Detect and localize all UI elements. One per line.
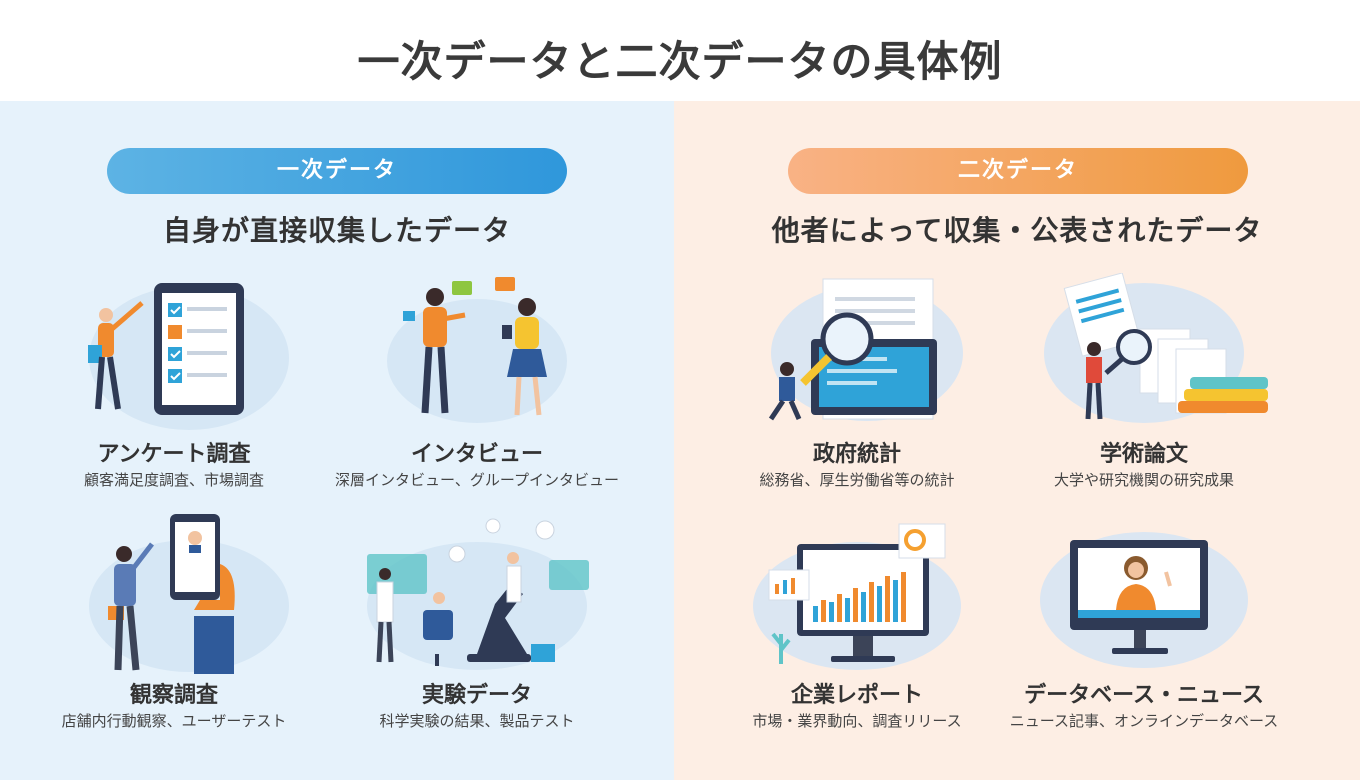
government-statistics-title: 政府統計 xyxy=(812,442,901,467)
databases-news-item: データベース・ニュース ニュース記事、オンラインデータベース xyxy=(994,514,1294,754)
observation-desc: 店舗内行動観察、ユーザーテスト xyxy=(61,712,287,730)
primary-data-subtitle: 自身が直接収集したデータ xyxy=(162,214,511,247)
corporate-reports-illustration xyxy=(707,514,1007,674)
secondary-data-label: 二次データ xyxy=(788,148,1248,194)
academic-papers-illustration xyxy=(994,273,1294,433)
databases-news-illustration xyxy=(994,514,1294,674)
primary-data-panel: 一次データ 自身が直接収集したデータ xyxy=(0,101,674,780)
databases-news-desc: ニュース記事、オンラインデータベース xyxy=(1009,712,1279,730)
interview-item: インタビュー 深層インタビュー、グループインタビュー xyxy=(327,273,627,513)
government-statistics-item: 政府統計 総務省、厚生労働省等の統計 xyxy=(707,273,1007,513)
corporate-reports-item: 企業レポート 市場・業界動向、調査リリース xyxy=(707,514,1007,754)
corporate-reports-title: 企業レポート xyxy=(790,683,923,708)
databases-news-title: データベース・ニュース xyxy=(1024,683,1264,708)
interview-title: インタビュー xyxy=(410,442,543,467)
secondary-data-subtitle: 他者によって収集・公表されたデータ xyxy=(771,214,1263,247)
government-statistics-desc: 総務省、厚生労働省等の統計 xyxy=(759,471,955,489)
survey-illustration xyxy=(24,273,324,433)
corporate-reports-desc: 市場・業界動向、調査リリース xyxy=(752,712,962,730)
academic-papers-item: 学術論文 大学や研究機関の研究成果 xyxy=(994,273,1294,513)
interview-illustration xyxy=(327,273,627,433)
academic-papers-title: 学術論文 xyxy=(1099,442,1188,467)
primary-data-label: 一次データ xyxy=(107,148,567,194)
observation-title: 観察調査 xyxy=(129,683,218,708)
observation-item: 観察調査 店舗内行動観察、ユーザーテスト xyxy=(24,514,324,754)
academic-papers-desc: 大学や研究機関の研究成果 xyxy=(1053,471,1234,489)
survey-title: アンケート調査 xyxy=(97,442,251,467)
interview-desc: 深層インタビュー、グループインタビュー xyxy=(335,471,619,489)
experiment-desc: 科学実験の結果、製品テスト xyxy=(379,712,575,730)
survey-desc: 顧客満足度調査、市場調査 xyxy=(83,471,264,489)
page-title: 一次データと二次データの具体例 xyxy=(357,37,1003,86)
experiment-illustration xyxy=(327,514,627,674)
experiment-title: 実験データ xyxy=(421,683,532,708)
secondary-data-panel: 二次データ 他者によって収集・公表されたデータ xyxy=(674,101,1360,780)
experiment-item: 実験データ 科学実験の結果、製品テスト xyxy=(327,514,627,754)
survey-item: アンケート調査 顧客満足度調査、市場調査 xyxy=(24,273,324,513)
government-statistics-illustration xyxy=(707,273,1007,433)
observation-illustration xyxy=(24,514,324,674)
